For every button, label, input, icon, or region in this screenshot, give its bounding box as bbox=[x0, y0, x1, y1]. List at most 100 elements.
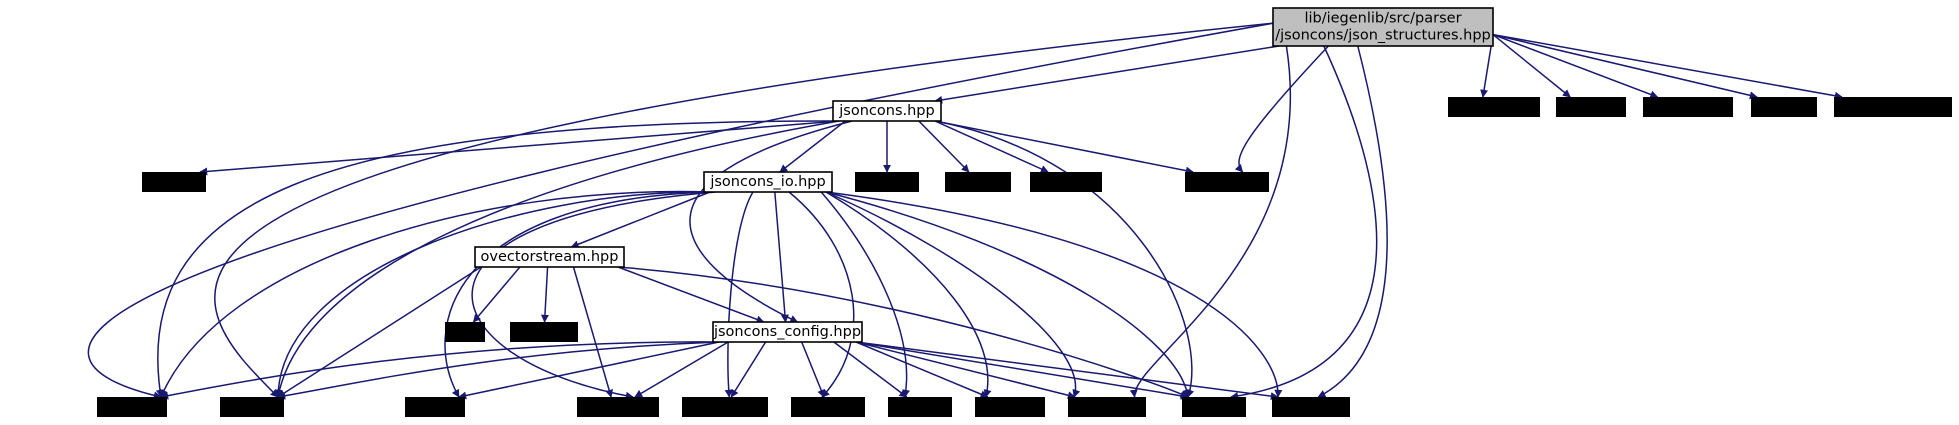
node-label: cstdarg bbox=[983, 399, 1037, 415]
node-box bbox=[1834, 97, 1952, 117]
node-box bbox=[97, 397, 167, 417]
node-box bbox=[791, 397, 865, 417]
edge-jsoncons-to-jsoncons-config bbox=[689, 120, 853, 323]
node-box bbox=[832, 100, 942, 122]
node-box bbox=[1068, 397, 1146, 417]
edge-ovectorstream-to-cstddef bbox=[540, 266, 549, 323]
node-box bbox=[945, 172, 1011, 192]
node-label: utility bbox=[1763, 99, 1805, 115]
nodes-layer: lib/iegenlib/src/parser/jsoncons/json_st… bbox=[97, 7, 1952, 417]
node-label: locale bbox=[153, 174, 196, 190]
edge-jsoncons-config-to-cmath bbox=[833, 341, 908, 398]
node-label: ovectorstream.hpp bbox=[481, 249, 619, 265]
edge-jsoncons-config-to-istream bbox=[800, 341, 825, 398]
node-box bbox=[1272, 397, 1350, 417]
edge-jsoncons-config-to-vector bbox=[277, 341, 720, 400]
node-label: string bbox=[1193, 399, 1235, 415]
node-label: sstream bbox=[1078, 399, 1136, 415]
edge-jsoncons-io-to-vector bbox=[274, 191, 711, 398]
node-box bbox=[703, 171, 833, 193]
node-label: cstring bbox=[1566, 99, 1616, 115]
node-cwchar: cwchar bbox=[855, 172, 919, 192]
edge-ovectorstream-to-string bbox=[617, 266, 1189, 398]
node-exception: exception bbox=[1448, 97, 1540, 117]
edge-jsoncons-io-to-cstdlib bbox=[160, 190, 711, 398]
edge-ovectorstream-to-ostream bbox=[572, 266, 613, 398]
node-label: lib/iegenlib/src/parser bbox=[1304, 11, 1461, 27]
edge-jsoncons-io-to-iomanip bbox=[825, 191, 1283, 398]
node-label: jsoncons_config.hpp bbox=[713, 324, 861, 340]
node-box bbox=[1556, 97, 1626, 117]
node-box bbox=[682, 397, 768, 417]
edge-jsoncons-io-to-string bbox=[825, 191, 1191, 398]
node-box bbox=[1272, 7, 1494, 47]
edge-jsoncons-config-to-stdexcept bbox=[730, 341, 767, 398]
node-label: jsoncons_io.hpp bbox=[709, 174, 825, 190]
node-label: ostream bbox=[588, 399, 648, 415]
node-box bbox=[855, 172, 919, 192]
edge-ovectorstream-to-jsoncons-config bbox=[617, 266, 765, 324]
node-label: cstdlib bbox=[108, 399, 156, 415]
node-box bbox=[975, 397, 1045, 417]
edge-jsoncons-config-to-cstdarg bbox=[855, 341, 989, 398]
node-box bbox=[888, 397, 952, 417]
node-label: algorithm bbox=[1653, 99, 1723, 115]
node-box bbox=[1182, 397, 1246, 417]
node-label: initializer_list bbox=[1846, 99, 1941, 115]
node-label: limits bbox=[415, 399, 454, 415]
edge-root-to-initializer-list bbox=[1492, 33, 1843, 100]
node-ovectorstream[interactable]: ovectorstream.hpp bbox=[474, 246, 625, 268]
node-box bbox=[577, 397, 659, 417]
edges-layer bbox=[87, 22, 1843, 401]
node-label: ios bbox=[455, 324, 475, 340]
node-vector: vector bbox=[220, 397, 284, 417]
node-label: jsoncons.hpp bbox=[838, 103, 934, 119]
node-box bbox=[1185, 172, 1269, 192]
node-string: string bbox=[1182, 397, 1246, 417]
node-istream: istream bbox=[791, 397, 865, 417]
edge-ovectorstream-to-vector bbox=[277, 266, 482, 398]
node-jsoncons-config[interactable]: jsoncons_config.hpp bbox=[712, 321, 863, 343]
edge-jsoncons-io-to-sstream bbox=[825, 191, 1081, 398]
node-box bbox=[445, 322, 485, 342]
edge-jsoncons-io-to-cstdarg bbox=[825, 191, 992, 398]
edge-ovectorstream-to-ios bbox=[472, 266, 521, 323]
edge-root-to-iomanip bbox=[1317, 45, 1388, 398]
edge-root-to-cstring bbox=[1492, 34, 1571, 98]
node-label: stdexcept bbox=[689, 399, 761, 415]
edge-jsoncons-config-to-limits bbox=[458, 341, 720, 400]
edge-jsoncons-to-string bbox=[934, 120, 1195, 398]
node-cstdint: cstdint bbox=[945, 172, 1011, 192]
edge-jsoncons-config-to-sstream bbox=[855, 341, 1076, 400]
node-box bbox=[1751, 97, 1817, 117]
node-box bbox=[1448, 97, 1540, 117]
node-label: iostream bbox=[1195, 174, 1259, 190]
node-label: istream bbox=[801, 399, 856, 415]
node-iostream: iostream bbox=[1185, 172, 1269, 192]
node-cmath: cmath bbox=[888, 397, 952, 417]
node-jsoncons-io[interactable]: jsoncons_io.hpp bbox=[703, 171, 833, 193]
edge-jsoncons-to-cassert bbox=[934, 120, 1049, 173]
node-label: vector bbox=[229, 399, 275, 415]
edge-root-to-string bbox=[1230, 45, 1378, 400]
node-box bbox=[510, 322, 578, 342]
node-limits: limits bbox=[405, 397, 465, 417]
edge-jsoncons-to-jsoncons-io bbox=[779, 120, 846, 173]
edge-jsoncons-io-to-jsoncons-config bbox=[774, 191, 789, 323]
node-box bbox=[405, 397, 465, 417]
node-cassert: cassert bbox=[1030, 172, 1102, 192]
node-label: cwchar bbox=[861, 174, 913, 190]
edge-root-to-algorithm bbox=[1492, 33, 1659, 99]
node-root[interactable]: lib/iegenlib/src/parser/jsoncons/json_st… bbox=[1272, 7, 1494, 47]
edge-jsoncons-to-cstdlib bbox=[155, 120, 840, 398]
node-box bbox=[712, 321, 863, 343]
edge-root-to-iostream bbox=[1234, 45, 1329, 173]
edge-jsoncons-to-iostream bbox=[934, 120, 1194, 175]
node-cstring: cstring bbox=[1556, 97, 1626, 117]
edge-root-to-jsoncons bbox=[934, 45, 1280, 104]
node-cstdarg: cstdarg bbox=[975, 397, 1045, 417]
node-label: cstdint bbox=[953, 174, 1003, 190]
edge-jsoncons-io-to-cmath bbox=[820, 191, 911, 398]
node-jsoncons[interactable]: jsoncons.hpp bbox=[832, 100, 942, 122]
